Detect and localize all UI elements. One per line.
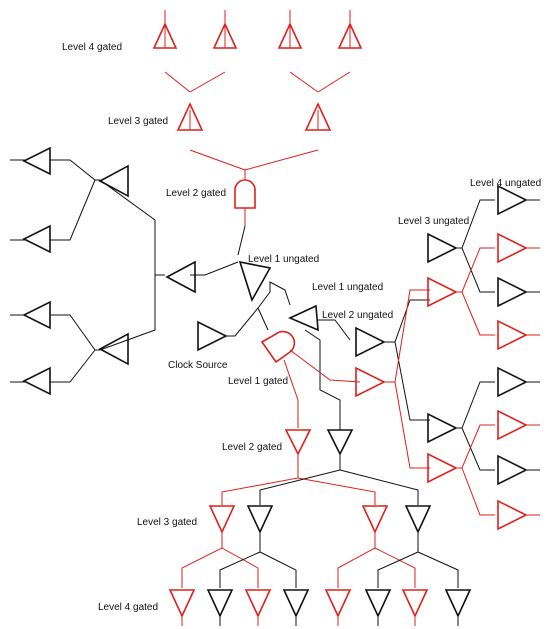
buffer-level3-gated-right-b xyxy=(427,452,458,484)
buffer-level4-ungated-3 xyxy=(497,366,528,398)
right-subtree xyxy=(355,184,540,531)
buffer-level4-gated-top-3 xyxy=(277,22,303,49)
buffer-level2-ungated xyxy=(355,326,386,358)
label-level2-gated-bottom: Level 2 gated xyxy=(222,442,282,453)
buffer-level4-gated-top-1 xyxy=(152,22,178,49)
buffer-level4-ungated-4 xyxy=(497,454,528,486)
label-level4-gated-bottom: Level 4 gated xyxy=(98,602,158,613)
bottom-subtree xyxy=(168,429,472,626)
label-level1-gated: Level 1 gated xyxy=(228,376,288,387)
buffer-level4-ungated-bottom-3 xyxy=(364,589,392,618)
buffer-level4-ungated-2 xyxy=(497,276,528,308)
buffer-level1-ungated-a xyxy=(238,260,272,303)
label-level2-gated-top: Level 2 gated xyxy=(166,188,226,199)
buffer-level4-ungated-1 xyxy=(497,184,528,216)
buffer-level3-gated-top-1 xyxy=(176,102,204,131)
left-ungated-subtree xyxy=(10,146,239,396)
buffer-left-level4-1 xyxy=(22,146,51,176)
buffer-left-level2 xyxy=(165,260,196,294)
buffer-left-level4-2 xyxy=(22,224,51,254)
buffer-level4-gated-right-4 xyxy=(497,499,528,531)
buffer-level1-ungated-b xyxy=(288,304,319,332)
center-core xyxy=(197,225,361,430)
buffer-level3-gated-bottom-1 xyxy=(208,505,236,534)
and-gate-level2-gated-top xyxy=(234,179,256,209)
buffer-level3-ungated-bottom-2 xyxy=(404,505,432,534)
buffer-level4-ungated-bottom-1 xyxy=(206,589,234,618)
buffer-level2-gated-bottom xyxy=(284,429,312,456)
label-level2-ungated: Level 2 ungated xyxy=(322,310,393,321)
buffer-level3-ungated-bottom-1 xyxy=(246,505,274,534)
label-level4-gated-top: Level 4 gated xyxy=(62,42,122,53)
buffer-level4-gated-right-1 xyxy=(497,232,528,264)
top-gated-subtree xyxy=(152,10,363,226)
buffer-level4-gated-top-2 xyxy=(212,22,238,49)
buffer-level4-gated-right-3 xyxy=(497,409,528,441)
label-level3-ungated: Level 3 ungated xyxy=(398,216,469,227)
buffer-level4-gated-top-4 xyxy=(337,22,363,49)
label-level1-ungated-b: Level 1 ungated xyxy=(312,282,383,293)
buffer-left-level3-a xyxy=(98,164,129,198)
buffer-level4-gated-bottom-3 xyxy=(324,589,352,618)
label-level1-ungated-a: Level 1 ungated xyxy=(248,254,319,265)
buffer-level3-ungated-a xyxy=(427,232,458,264)
label-level3-gated-top: Level 3 gated xyxy=(108,116,168,127)
buffer-level2-gated-right xyxy=(355,366,386,398)
buffer-level2-ungated-bottom xyxy=(326,429,354,456)
buffer-left-level4-3 xyxy=(22,300,51,330)
buffer-level3-ungated-b xyxy=(427,412,458,444)
buffer-left-level4-4 xyxy=(22,366,51,396)
buffer-level4-ungated-bottom-4 xyxy=(444,589,472,618)
buffer-level3-gated-top-2 xyxy=(304,102,332,131)
buffer-level3-gated-right-a xyxy=(427,276,458,308)
buffer-level4-gated-bottom-2 xyxy=(244,589,272,618)
diagram-labels: Level 4 gated Level 3 gated Level 2 gate… xyxy=(62,42,541,613)
buffer-level4-gated-bottom-4 xyxy=(401,589,429,618)
buffer-level4-ungated-bottom-2 xyxy=(282,589,310,618)
and-gate-level1-gated xyxy=(260,330,296,364)
buffer-level4-gated-bottom-1 xyxy=(168,589,196,618)
label-level3-gated-bottom: Level 3 gated xyxy=(137,517,197,528)
buffer-level4-gated-right-2 xyxy=(497,319,528,351)
label-level4-ungated: Level 4 ungated xyxy=(470,178,541,189)
clock-source-buffer xyxy=(197,320,228,352)
buffer-left-level3-b xyxy=(98,332,129,366)
label-clock-source: Clock Source xyxy=(168,360,228,371)
buffer-level3-gated-bottom-2 xyxy=(361,505,389,534)
